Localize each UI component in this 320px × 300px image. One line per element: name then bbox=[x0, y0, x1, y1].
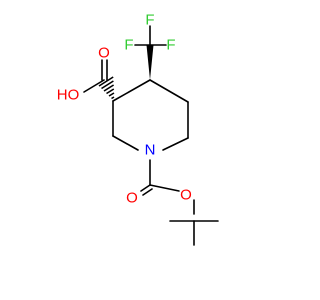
bond-c3-c4 bbox=[112, 79, 151, 102]
atom-o-carbonyl-acid-label: O bbox=[98, 45, 110, 62]
atom-oh-acid-label: HO bbox=[57, 87, 80, 104]
hashed-wedge-bond-c3-cooh bbox=[98, 76, 115, 100]
atom-o-ester-boc-label: O bbox=[180, 187, 192, 204]
bond-cooh-c-oh bbox=[83, 79, 105, 93]
bond-boc-c-o-double-b bbox=[142, 188, 153, 196]
molecule-canvas: F F F O HO N O O bbox=[57, 12, 219, 246]
bond-c4-c5 bbox=[149, 79, 189, 103]
atom-f3-label: F bbox=[145, 12, 154, 29]
atom-f1-label: F bbox=[124, 37, 133, 54]
atom-n-ring-label: N bbox=[145, 142, 156, 159]
bond-boc-c-o-double-a bbox=[140, 184, 151, 192]
bond-boc-c-o-ester bbox=[149, 184, 180, 192]
structure-drawing: F F F O HO N O O bbox=[57, 12, 219, 246]
bond-n-c2 bbox=[112, 135, 139, 151]
wedge-bond-c4-cf3 bbox=[146, 45, 154, 80]
atom-o-carbonyl-boc-label: O bbox=[126, 190, 138, 207]
bond-c6-n bbox=[162, 137, 189, 151]
atom-f2-label: F bbox=[166, 37, 175, 54]
